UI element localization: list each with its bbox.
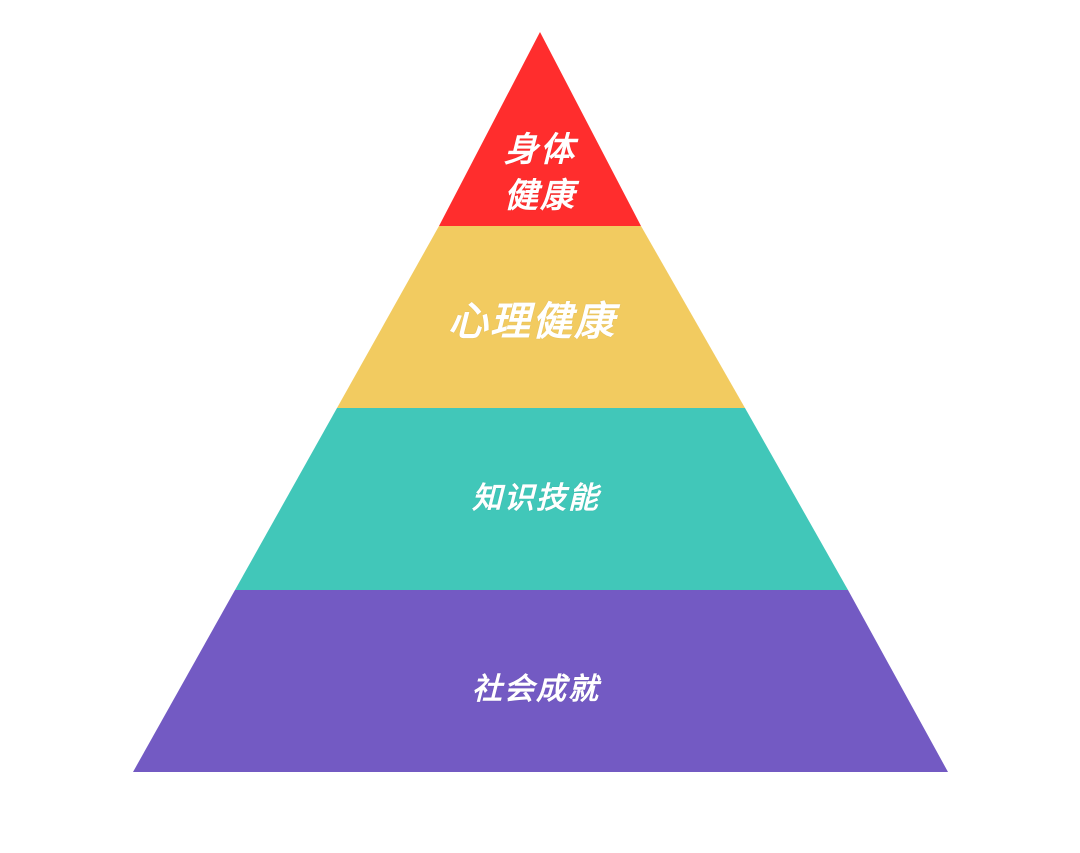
tier-social-achievement — [133, 590, 948, 772]
tier-knowledge-skills — [235, 408, 848, 590]
tier-label-line: 知识技能 — [472, 480, 600, 516]
tier-mental-health — [337, 226, 745, 408]
tier-label-line: 社会成就 — [472, 671, 600, 707]
tier-label-physical-health: 身体 健康 — [504, 128, 576, 220]
tier-label-line: 心理健康 — [448, 299, 616, 345]
tier-label-line: 身体 — [504, 130, 576, 171]
tier-label-knowledge-skills: 知识技能 — [472, 479, 600, 520]
tier-label-line: 健康 — [504, 176, 576, 216]
tier-label-mental-health: 心理健康 — [448, 295, 616, 349]
tier-physical-health — [439, 32, 641, 226]
tier-label-social-achievement: 社会成就 — [472, 670, 600, 711]
